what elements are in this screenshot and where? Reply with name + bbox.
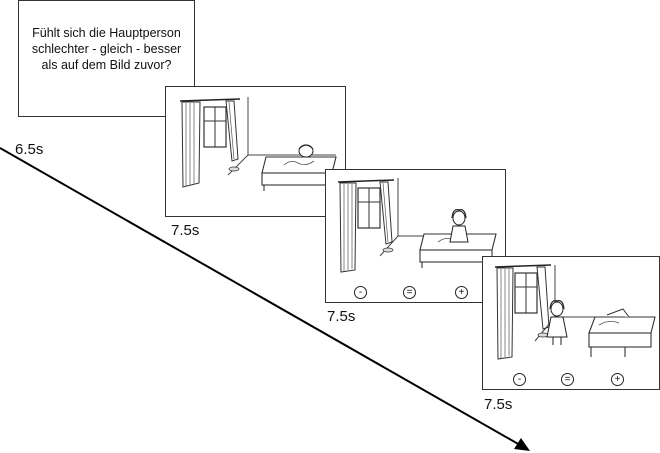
timing-label-4: 7.5s (484, 396, 513, 413)
rating-worse-button[interactable]: - (354, 286, 367, 299)
question-line-3: als auf dem Bild zuvor? (41, 58, 172, 72)
rating-better-button[interactable]: + (455, 286, 468, 299)
question-line-2: schlechter - gleich - besser (31, 42, 182, 56)
rating-same-button[interactable]: = (403, 286, 416, 299)
scene-panel-2: - = + (325, 169, 506, 303)
timing-label-2: 7.5s (171, 222, 200, 239)
rating-worse-button[interactable]: - (513, 373, 526, 386)
scene-panel-3: - = + (482, 256, 660, 390)
timing-label-1: 6.5s (15, 141, 44, 158)
bedroom-scene-lying (179, 97, 337, 191)
bedroom-scene-standing (494, 264, 656, 360)
question-panel: Fühlt sich die Hauptperson schlechter - … (18, 0, 195, 117)
scene-panel-1 (165, 86, 346, 217)
question-line-1: Fühlt sich die Hauptperson (32, 26, 181, 40)
timing-label-3: 7.5s (327, 308, 356, 325)
bedroom-scene-sitting (337, 178, 497, 273)
question-text: Fühlt sich die Hauptperson schlechter - … (19, 25, 194, 73)
rating-same-button[interactable]: = (561, 373, 574, 386)
rating-better-button[interactable]: + (611, 373, 624, 386)
